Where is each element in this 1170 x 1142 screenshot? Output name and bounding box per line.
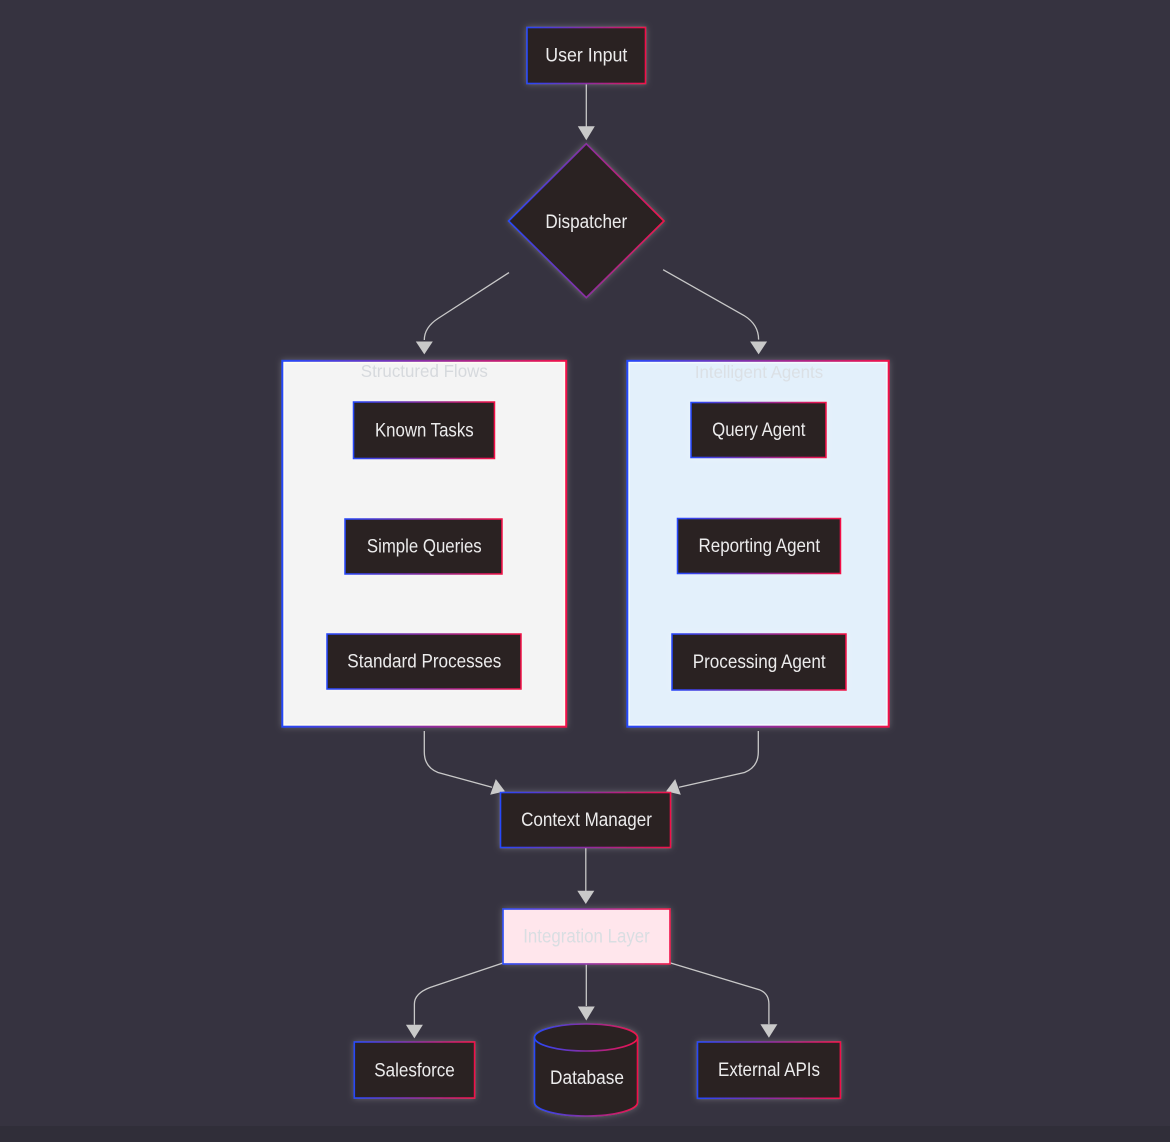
svg-text:Query Agent: Query Agent: [712, 419, 806, 441]
svg-text:Database: Database: [550, 1067, 624, 1089]
svg-text:Known Tasks: Known Tasks: [375, 419, 474, 441]
svg-text:Reporting Agent: Reporting Agent: [699, 535, 821, 557]
svg-text:Processing Agent: Processing Agent: [693, 651, 826, 673]
svg-text:Salesforce: Salesforce: [374, 1059, 455, 1081]
svg-text:Context Manager: Context Manager: [521, 809, 652, 831]
svg-text:User Input: User Input: [545, 45, 627, 67]
svg-text:Structured Flows: Structured Flows: [361, 361, 488, 381]
svg-text:External APIs: External APIs: [718, 1059, 820, 1081]
svg-text:Intelligent Agents: Intelligent Agents: [695, 362, 824, 382]
svg-text:Standard Processes: Standard Processes: [347, 651, 501, 673]
svg-text:Dispatcher: Dispatcher: [545, 211, 627, 233]
svg-text:Simple Queries: Simple Queries: [367, 536, 482, 558]
svg-text:Integration Layer: Integration Layer: [523, 926, 650, 948]
